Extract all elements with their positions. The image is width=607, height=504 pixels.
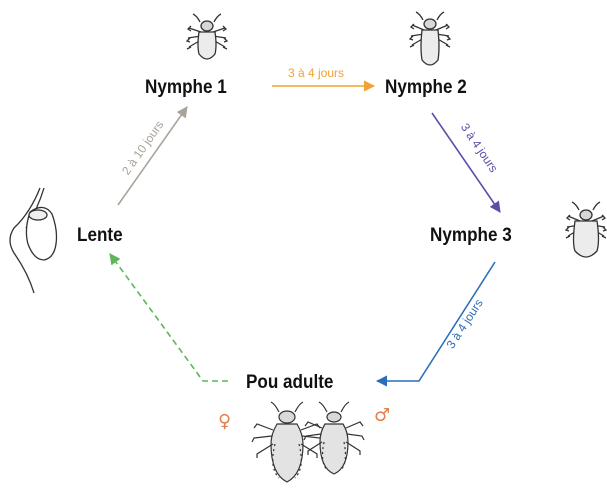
female-symbol: ♀ (218, 413, 231, 431)
male-symbol: ♂ (374, 407, 390, 425)
